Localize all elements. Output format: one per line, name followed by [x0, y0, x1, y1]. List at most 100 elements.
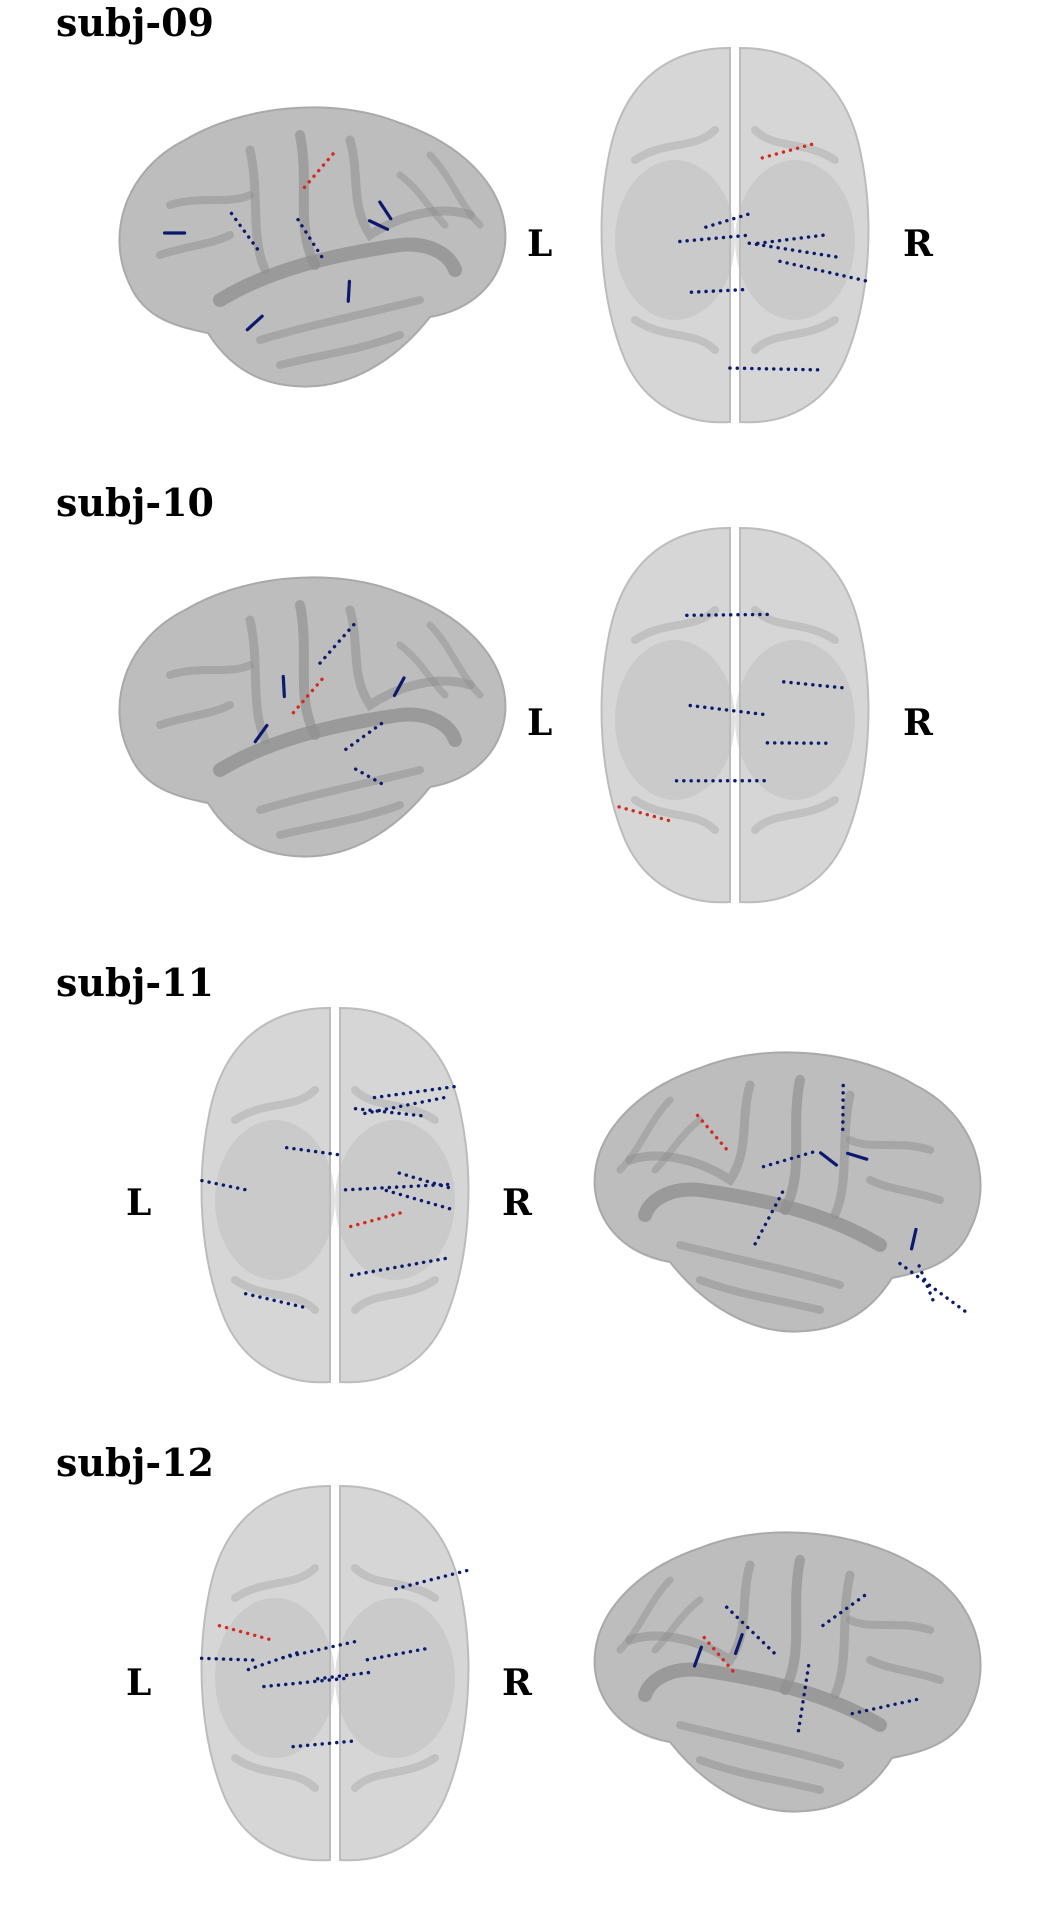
brain-axial-surface	[600, 46, 870, 424]
hemisphere-label-left: L	[527, 702, 553, 744]
precentral-sulcus	[245, 615, 270, 745]
hemisphere-label-left: L	[527, 223, 553, 265]
electrode-highlight-line	[694, 1112, 728, 1151]
electrode-highlight-line	[754, 142, 814, 162]
electrode-contact-line	[689, 287, 747, 294]
brain-axial-surface	[200, 1006, 470, 1384]
electrode-contact-line	[818, 1151, 839, 1167]
brain-axial-surface	[600, 526, 870, 904]
subject-title: subj-10	[56, 480, 214, 525]
central-sulcus	[780, 1075, 805, 1215]
electrode-contact-line	[776, 259, 868, 283]
axial-brain-view	[199, 1484, 470, 1862]
right-gyrus-shading	[335, 1120, 455, 1280]
electrode-contact-line	[777, 679, 844, 690]
subject-title: subj-11	[56, 960, 214, 1005]
precentral-sulcus	[830, 1570, 855, 1700]
hemisphere-label-right: R	[903, 223, 933, 265]
electrodes	[253, 622, 406, 789]
electrode-contact-line	[343, 1182, 450, 1192]
hemisphere-label-left: L	[126, 1182, 152, 1224]
electrodes	[162, 150, 393, 332]
electrode-highlight-line	[217, 1624, 277, 1643]
electrode-contact-line	[367, 219, 390, 231]
electrode-contact-line	[392, 676, 406, 698]
electrode-contact-line	[200, 1178, 252, 1193]
frontal-sulci	[156, 191, 254, 259]
panel-subj-10: subj-10 L R	[0, 480, 1040, 960]
electrode-contact-line	[281, 1639, 361, 1660]
panel-subj-12: subj-12 L R	[0, 1440, 1040, 1920]
electrode-contact-line	[296, 217, 327, 264]
electrode-contact-line	[393, 1568, 469, 1591]
brain-lateral-surface	[118, 106, 507, 388]
electrode-contact-line	[262, 1676, 353, 1689]
electrode-contact-line	[909, 1227, 918, 1251]
electrode-contact-line	[245, 314, 264, 332]
axial-brain-view	[200, 1006, 470, 1384]
left-gyrus-shading	[215, 1598, 335, 1758]
electrode-contact-line	[253, 723, 269, 744]
lateral-brain-view	[593, 1051, 982, 1333]
right-sulci	[751, 126, 839, 354]
electrode-contact-line	[756, 1150, 815, 1170]
occipital-sulci	[396, 151, 484, 229]
subject-title: subj-12	[56, 1440, 214, 1485]
panel-subj-09: subj-09 L R	[0, 0, 1040, 480]
lateral-brain-view	[593, 1531, 982, 1813]
electrode-contact-line	[347, 1256, 447, 1278]
frontal-sulci	[156, 661, 254, 729]
brain-lateral-surface	[593, 1051, 982, 1333]
left-gyrus-shading	[215, 1120, 335, 1280]
electrode-contact-line	[898, 1261, 971, 1316]
brain-lateral-surface	[593, 1531, 982, 1813]
electrode-contact-line	[363, 1647, 427, 1662]
brain-axial-surface	[199, 1484, 470, 1862]
parietal-sulcus	[345, 605, 475, 712]
electrode-contact-line	[733, 1633, 744, 1656]
sylvian-fissure	[638, 1182, 887, 1252]
parietal-sulcus	[625, 1560, 755, 1667]
electrode-contact-line	[343, 721, 384, 752]
electrode-contact-line	[725, 1605, 779, 1658]
left-sulci	[631, 126, 719, 354]
left-sulci	[231, 1086, 319, 1314]
temporal-sulci	[256, 766, 424, 839]
electrode-contact-line	[346, 279, 352, 303]
parietal-sulcus	[345, 135, 475, 242]
hemisphere-label-right: R	[502, 1662, 532, 1704]
frontal-sulci	[846, 1136, 944, 1204]
electrodes	[678, 142, 868, 372]
electrode-contact-line	[378, 200, 393, 221]
right-gyrus-shading	[335, 1598, 455, 1758]
electrode-contact-line	[199, 1656, 260, 1662]
electrode-contact-line	[310, 1670, 371, 1682]
left-sulci	[231, 1564, 319, 1792]
frontal-sulci	[846, 1616, 944, 1684]
left-gyrus-shading	[615, 640, 735, 800]
electrode-contact-line	[315, 622, 356, 669]
sylvian-fissure	[213, 707, 462, 777]
hemisphere-label-right: R	[502, 1182, 532, 1224]
electrode-contact-line	[704, 211, 753, 229]
electrode-contact-line	[678, 233, 755, 244]
subject-title: subj-09	[56, 0, 214, 45]
electrodes	[694, 1083, 971, 1316]
electrode-contact-line	[368, 1084, 456, 1100]
precentral-sulcus	[830, 1090, 855, 1220]
electrode-contact-line	[917, 1264, 935, 1303]
electrode-contact-line	[796, 1663, 811, 1737]
occipital-sulci	[616, 1576, 704, 1654]
axial-brain-view	[600, 526, 870, 904]
electrode-highlight-line	[302, 150, 337, 190]
electrode-highlight-line	[343, 1211, 402, 1230]
brain-lateral-surface	[118, 576, 507, 858]
central-sulcus	[780, 1555, 805, 1695]
hemisphere-label-left: L	[126, 1662, 152, 1704]
precentral-sulcus	[245, 145, 270, 275]
lateral-brain-view	[118, 106, 507, 388]
electrodes	[617, 612, 844, 824]
electrode-contact-line	[692, 1645, 703, 1668]
electrode-contact-line	[726, 366, 820, 372]
